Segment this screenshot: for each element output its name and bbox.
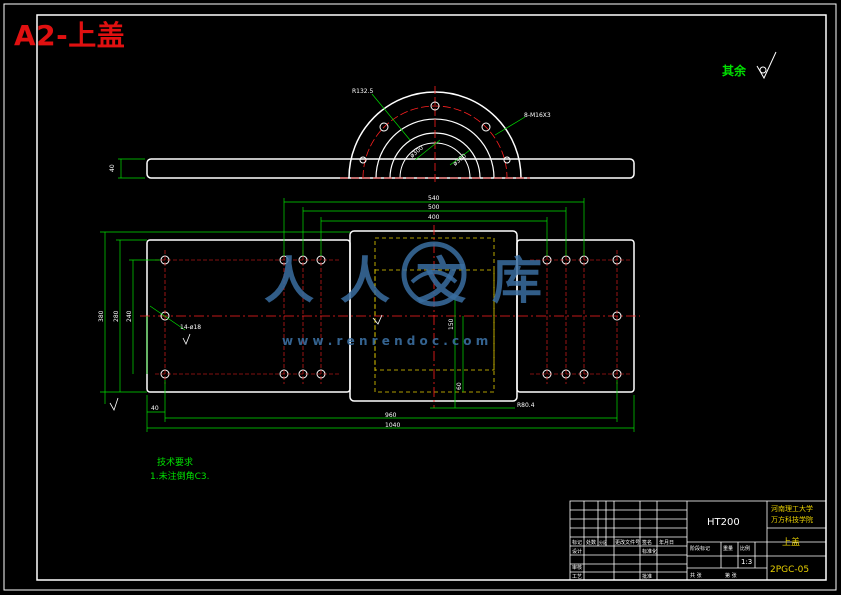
roughness-note: 其余 <box>722 63 747 78</box>
dim-40: 40 <box>151 405 159 412</box>
watermark-logo-icon <box>401 241 467 307</box>
top-view <box>118 86 635 182</box>
tb-sheet-no: 第 张 <box>725 572 737 579</box>
tb-label-3: 更改文件号 <box>615 539 640 546</box>
dim-380: 380 <box>98 310 105 322</box>
dim-240: 240 <box>126 310 133 322</box>
dim-280: 280 <box>113 310 120 322</box>
dim-400: 400 <box>428 214 440 221</box>
tb-scale: 1:3 <box>741 558 752 566</box>
outer-frame <box>3 3 837 591</box>
tb-sheets: 共 张 <box>690 572 702 579</box>
tb-process: 工艺 <box>572 574 582 580</box>
plan-dimensions <box>100 198 635 432</box>
dim-1040: 1040 <box>385 422 400 429</box>
tb-approve: 批准 <box>642 573 652 580</box>
tb-weight: 重量 <box>723 545 733 552</box>
dim-hole-note: 14-ø18 <box>180 324 201 331</box>
tb-label-5: 年月日 <box>659 539 674 546</box>
tb-school1: 河南理工大学 <box>771 504 813 513</box>
dim-60: 60 <box>456 382 463 390</box>
tb-school2: 万方科技学院 <box>771 515 813 524</box>
tb-label-2: 分区 <box>599 539 607 545</box>
dim-500: 500 <box>428 204 440 211</box>
tb-standard: 标准化 <box>642 548 657 555</box>
dim-dia1: ø300 <box>409 144 425 159</box>
inner-frame <box>36 14 827 581</box>
dim-holes-bolt: 8-M16X3 <box>524 112 551 119</box>
tb-part-name: 上盖 <box>782 536 800 548</box>
tb-material: HT200 <box>707 517 740 528</box>
dim-540: 540 <box>428 195 440 202</box>
roughness-symbol-icon <box>756 51 777 80</box>
roughness-mark-icon <box>109 314 383 411</box>
hole-centerlines <box>155 250 630 384</box>
tb-drawing-no: 2PGC-05 <box>770 565 809 575</box>
dim-r60-4: R80.4 <box>517 402 535 409</box>
title-block <box>569 500 827 581</box>
tech-req-heading: 技术要求 <box>157 456 193 468</box>
tb-stage: 阶段标记 <box>690 545 710 552</box>
tech-req-line1: 1.未注倒角C3. <box>150 470 209 482</box>
dim-height-left: 40 <box>109 164 116 172</box>
tb-label-1: 处数 <box>586 539 596 546</box>
watermark-text: 人人文库 <box>264 252 568 310</box>
tb-label-0: 标记 <box>572 539 582 546</box>
tb-review: 审核 <box>572 564 582 571</box>
dim-top-radius: R132.5 <box>352 88 374 95</box>
drawing-title: A2-上盖 <box>14 19 126 52</box>
tb-label-4: 签名 <box>642 539 652 546</box>
dim-150: 150 <box>448 318 455 330</box>
dim-960: 960 <box>385 412 397 419</box>
tb-scale-label: 比例 <box>740 545 750 552</box>
watermark-url: w w w . r e n r e n d o c . c o m <box>282 334 488 348</box>
tb-design: 设计 <box>572 548 582 555</box>
